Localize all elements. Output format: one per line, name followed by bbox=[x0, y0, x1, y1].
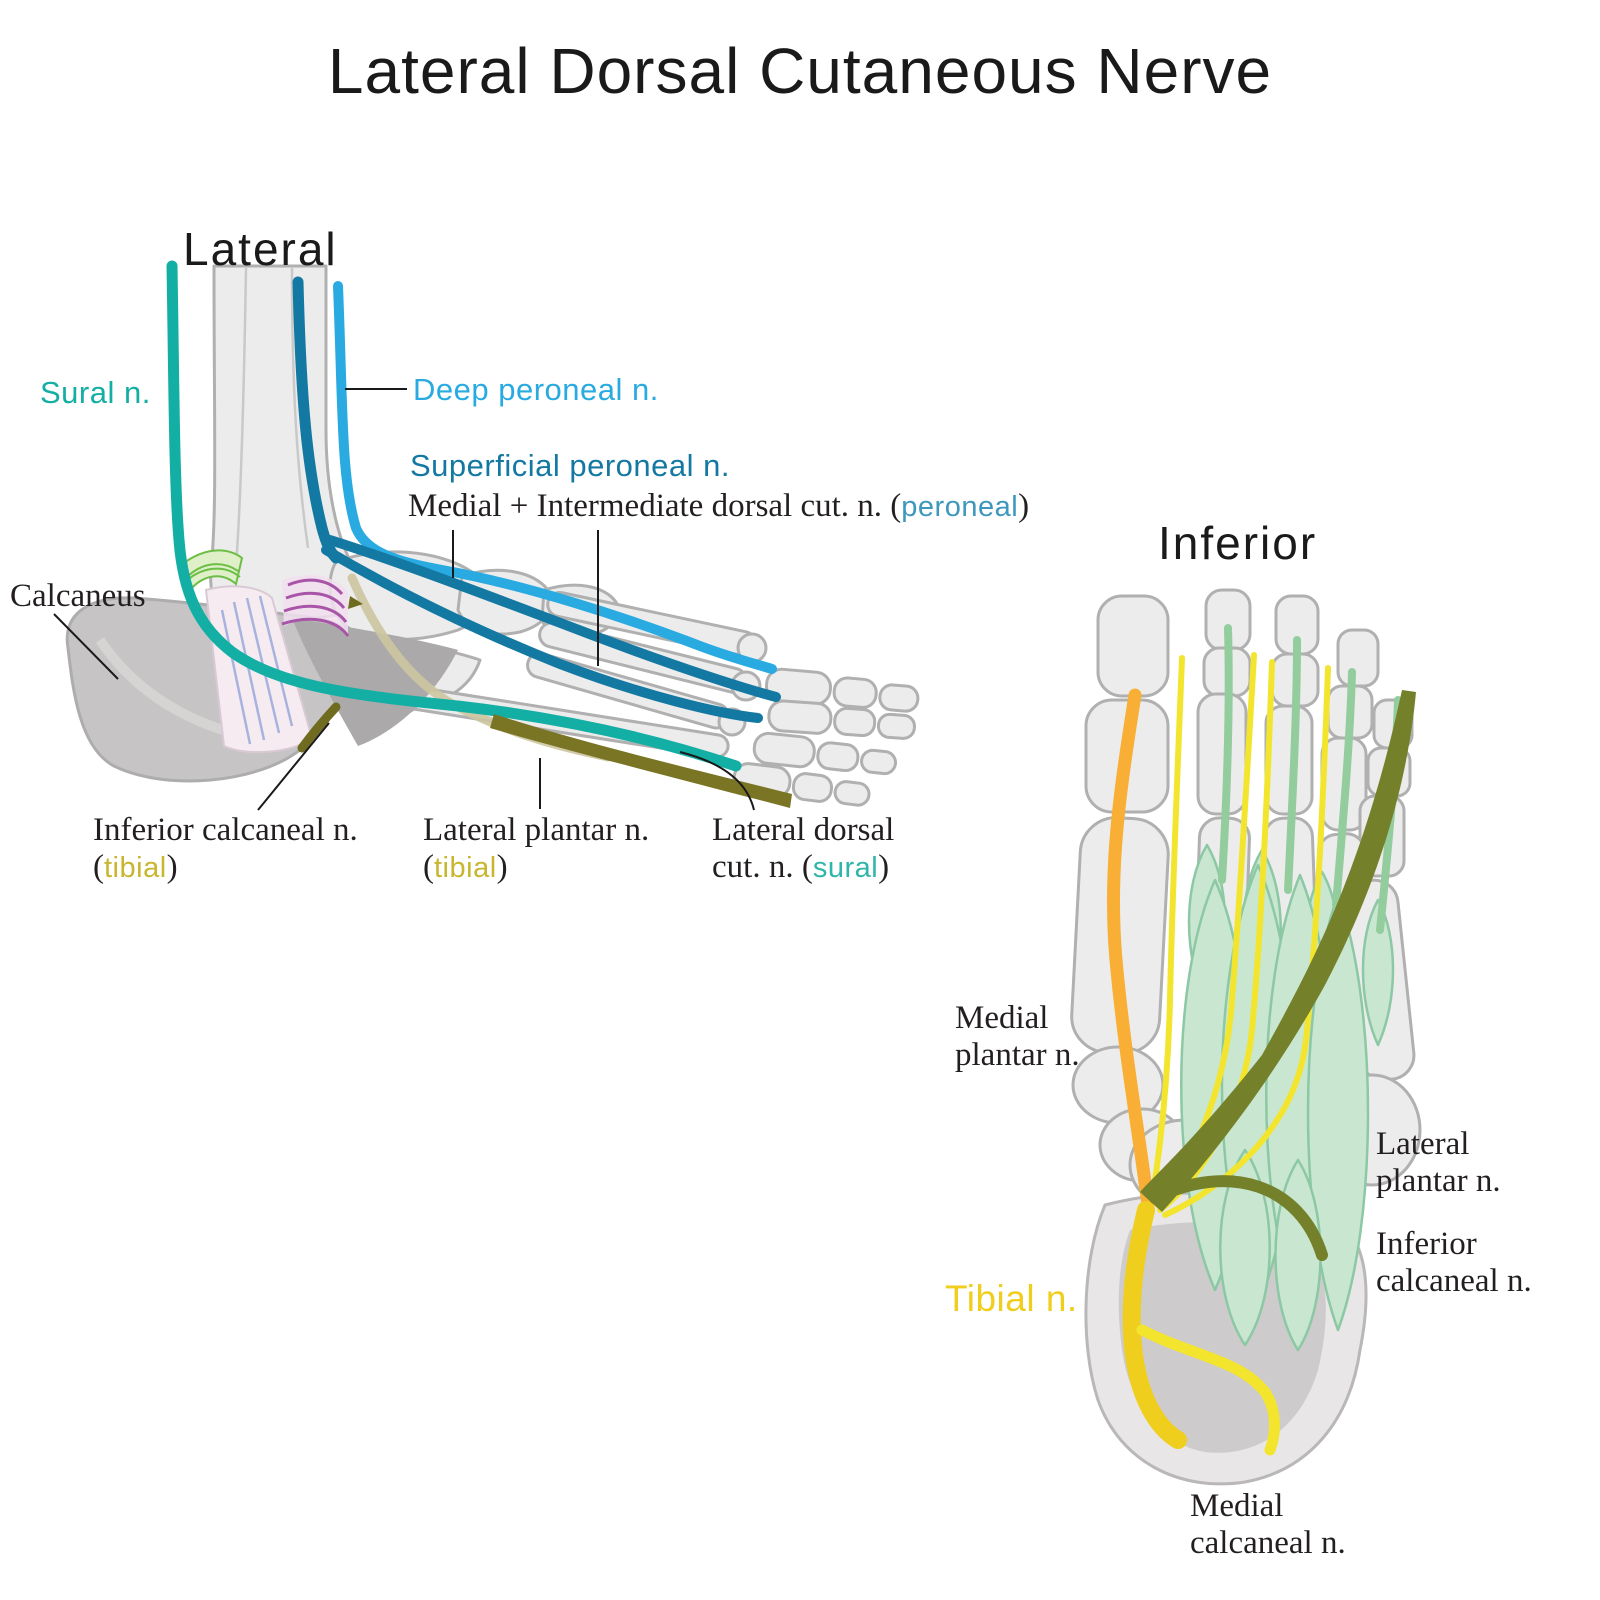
lateral-dorsal-cutaneous-label: Lateral dorsal cut. n. (sural) bbox=[712, 812, 895, 885]
toe-bones bbox=[732, 667, 920, 807]
lateral-leader-lines bbox=[53, 388, 755, 811]
page-title: Lateral Dorsal Cutaneous Nerve bbox=[327, 35, 1273, 107]
medial-dorsal-cutaneous-branch bbox=[321, 545, 763, 723]
medial-plantar-nerve bbox=[1106, 688, 1155, 1212]
lateral-plantar-nerve bbox=[490, 714, 792, 808]
intermediate-dorsal-cutaneous-branch bbox=[325, 535, 781, 702]
superficial-peroneal-nerve bbox=[292, 276, 781, 723]
medial-plantar-label: Medial plantar n. bbox=[955, 1000, 1080, 1073]
tibial-nerve-label: Tibial n. bbox=[945, 1278, 1078, 1319]
calcaneus-label: Calcaneus bbox=[10, 578, 146, 614]
sural-nerve bbox=[166, 260, 742, 772]
lateral-view-illustration bbox=[53, 260, 920, 811]
medial-calcaneal-nerve bbox=[1136, 1324, 1280, 1456]
tibial-nerve bbox=[1122, 1201, 1187, 1449]
inferior-calcaneal-label: Inferior calcaneal n. (tibial) bbox=[93, 812, 358, 885]
sural-nerve-label: Sural n. bbox=[40, 375, 151, 410]
deep-peroneal-label: Deep peroneal n. bbox=[413, 372, 659, 407]
lateral-plantar-label: Lateral plantar n. (tibial) bbox=[423, 812, 650, 885]
medial-intermediate-label: Medial + Intermediate dorsal cut. n. (pe… bbox=[408, 488, 1030, 524]
superficial-peroneal-label: Superficial peroneal n. bbox=[410, 448, 730, 483]
deep-peroneal-nerve bbox=[333, 281, 777, 674]
purple-ligament-band bbox=[281, 575, 350, 637]
inferior-calcaneal-nerve bbox=[297, 702, 341, 753]
medial-calcaneal-label: Medial calcaneal n. bbox=[1190, 1488, 1346, 1561]
inferior-calcaneal-inferior-label: Inferior calcaneal n. bbox=[1376, 1226, 1532, 1299]
inferior-view-heading: Inferior bbox=[1158, 517, 1318, 569]
lateral-view-heading: Lateral bbox=[183, 223, 338, 275]
plantar-soft-tissue-wedge bbox=[292, 618, 458, 746]
inferior-view-illustration bbox=[1070, 588, 1422, 1486]
inferior-calcaneal-nerve-inferior bbox=[1149, 1175, 1328, 1261]
nerve-junction-mark bbox=[348, 596, 363, 609]
lateral-plantar-inferior-label: Lateral plantar n. bbox=[1376, 1126, 1501, 1199]
